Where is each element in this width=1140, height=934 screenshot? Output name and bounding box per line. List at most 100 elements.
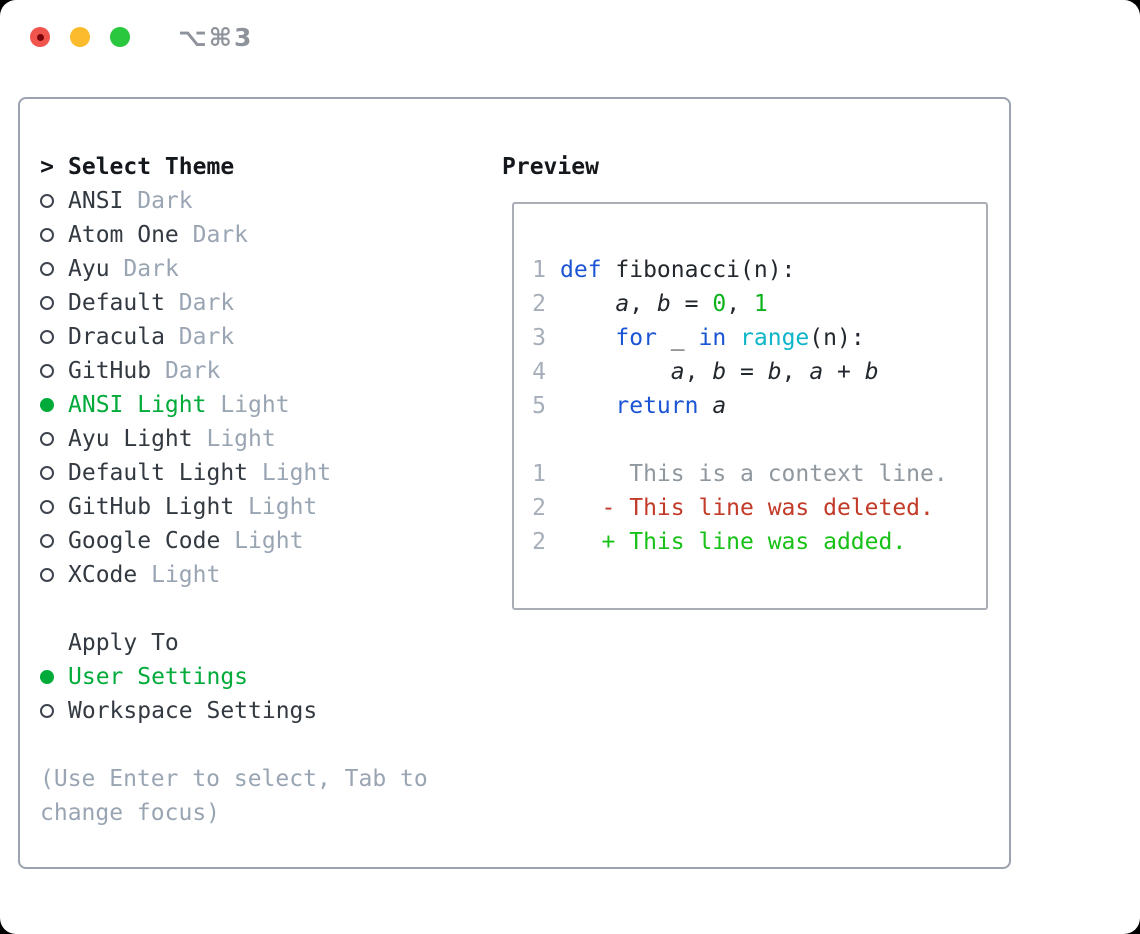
code-segment: - This line was deleted. [560,495,934,521]
code-segment: 0 [712,291,727,317]
select-theme-heading: Select Theme [68,154,235,180]
apply-option-workspace-settings[interactable]: Workspace Settings [40,694,470,728]
theme-variant: Dark [123,256,179,282]
option-label: Dracula Dark [68,320,234,354]
line-content: def fibonacci(n): [560,253,795,287]
focus-chevron-icon: > [40,154,54,180]
line-content: This is a context line. [560,457,948,491]
code-segment: fibonacci(n): [601,257,796,283]
line-content: return a [560,389,726,423]
line-number: 5 [532,393,546,419]
theme-name: Atom One [68,222,179,248]
radio-icon [40,184,54,218]
apply-to-heading-row: Apply To [40,626,470,660]
code-segment: b [712,359,727,385]
code-segment: 1 [753,291,768,317]
marker-placeholder [40,626,54,660]
line-number: 2 [532,495,546,521]
theme-name: Dracula [68,324,165,350]
theme-option-dracula[interactable]: Dracula Dark [40,320,470,354]
theme-option-xcode[interactable]: XCode Light [40,558,470,592]
option-label: ANSI Light Light [68,388,290,422]
unsaved-indicator-dot [36,33,44,41]
radio-dot [40,296,54,310]
theme-name: Ayu [68,256,110,282]
line-content: for _ in range(n): [560,321,865,355]
radio-selected-icon [40,660,54,694]
code-line: 2 a, b = 0, 1 [532,287,986,321]
option-label: XCode Light [68,558,220,592]
line-number: 1 [532,461,546,487]
code-segment: _ [656,325,699,351]
code-segment: (n): [809,325,865,351]
radio-icon [40,320,54,354]
zoom-button[interactable] [110,27,130,47]
theme-option-ayu[interactable]: Ayu Dark [40,252,470,286]
radio-icon [40,524,54,558]
radio-icon [40,218,54,252]
minimize-button[interactable] [70,27,90,47]
option-label: Ayu Light Light [68,422,276,456]
theme-name: Ayu Light [68,426,193,452]
theme-variant: Light [248,494,318,520]
theme-name: ANSI Light [68,392,207,418]
option-label: Ayu Dark [68,252,179,286]
theme-name: Google Code [68,528,221,554]
window-title: ⌥⌘3 [178,22,254,52]
theme-option-ayu-light[interactable]: Ayu Light Light [40,422,470,456]
code-segment: + [823,359,865,385]
radio-icon [40,422,54,456]
option-label: Workspace Settings [68,694,317,728]
theme-option-github[interactable]: GitHub Dark [40,354,470,388]
apply-option-user-settings[interactable]: User Settings [40,660,470,694]
theme-variant: Light [234,528,304,554]
radio-dot [40,228,54,242]
close-button[interactable] [30,27,50,47]
code-segment: for [615,325,657,351]
radio-dot [40,398,54,412]
code-line: 4 a, b = b, a + b [532,355,986,389]
theme-variant: Dark [137,188,193,214]
theme-variant: Dark [192,222,249,248]
code-segment: a [670,359,685,385]
theme-option-atom-one[interactable]: Atom One Dark [40,218,470,252]
line-content: - This line was deleted. [560,491,934,525]
apply-to-heading: Apply To [68,630,179,656]
theme-option-ansi[interactable]: ANSI Dark [40,184,470,218]
option-label: GitHub Light Light [68,490,317,524]
radio-dot [40,466,54,480]
theme-name: Default [68,290,165,316]
radio-selected-icon [40,388,54,422]
code-segment: b [656,291,671,317]
theme-variant: Dark [178,290,235,316]
code-segment: = [670,291,713,317]
code-line: 3 for _ in range(n): [532,321,986,355]
line-number: 1 [532,257,546,283]
theme-name: ANSI [68,188,124,214]
theme-option-ansi-light[interactable]: ANSI Light Light [40,388,470,422]
code-segment [726,325,740,351]
code-segment: def [560,257,602,283]
theme-option-default[interactable]: Default Dark [40,286,470,320]
theme-name: GitHub [68,358,152,384]
theme-option-github-light[interactable]: GitHub Light Light [40,490,470,524]
radio-dot [40,194,54,208]
theme-option-default-light[interactable]: Default Light Light [40,456,470,490]
theme-name: XCode [68,562,138,588]
line-number: 2 [532,529,546,555]
code-line: 5 return a [532,389,986,423]
theme-variant: Light [206,426,276,452]
option-label: User Settings [68,660,248,694]
code-segment: = [726,359,768,385]
help-text: (Use Enter to select, Tab to change focu… [40,766,428,826]
radio-icon [40,490,54,524]
code-segment: , [726,291,754,317]
theme-option-google-code[interactable]: Google Code Light [40,524,470,558]
